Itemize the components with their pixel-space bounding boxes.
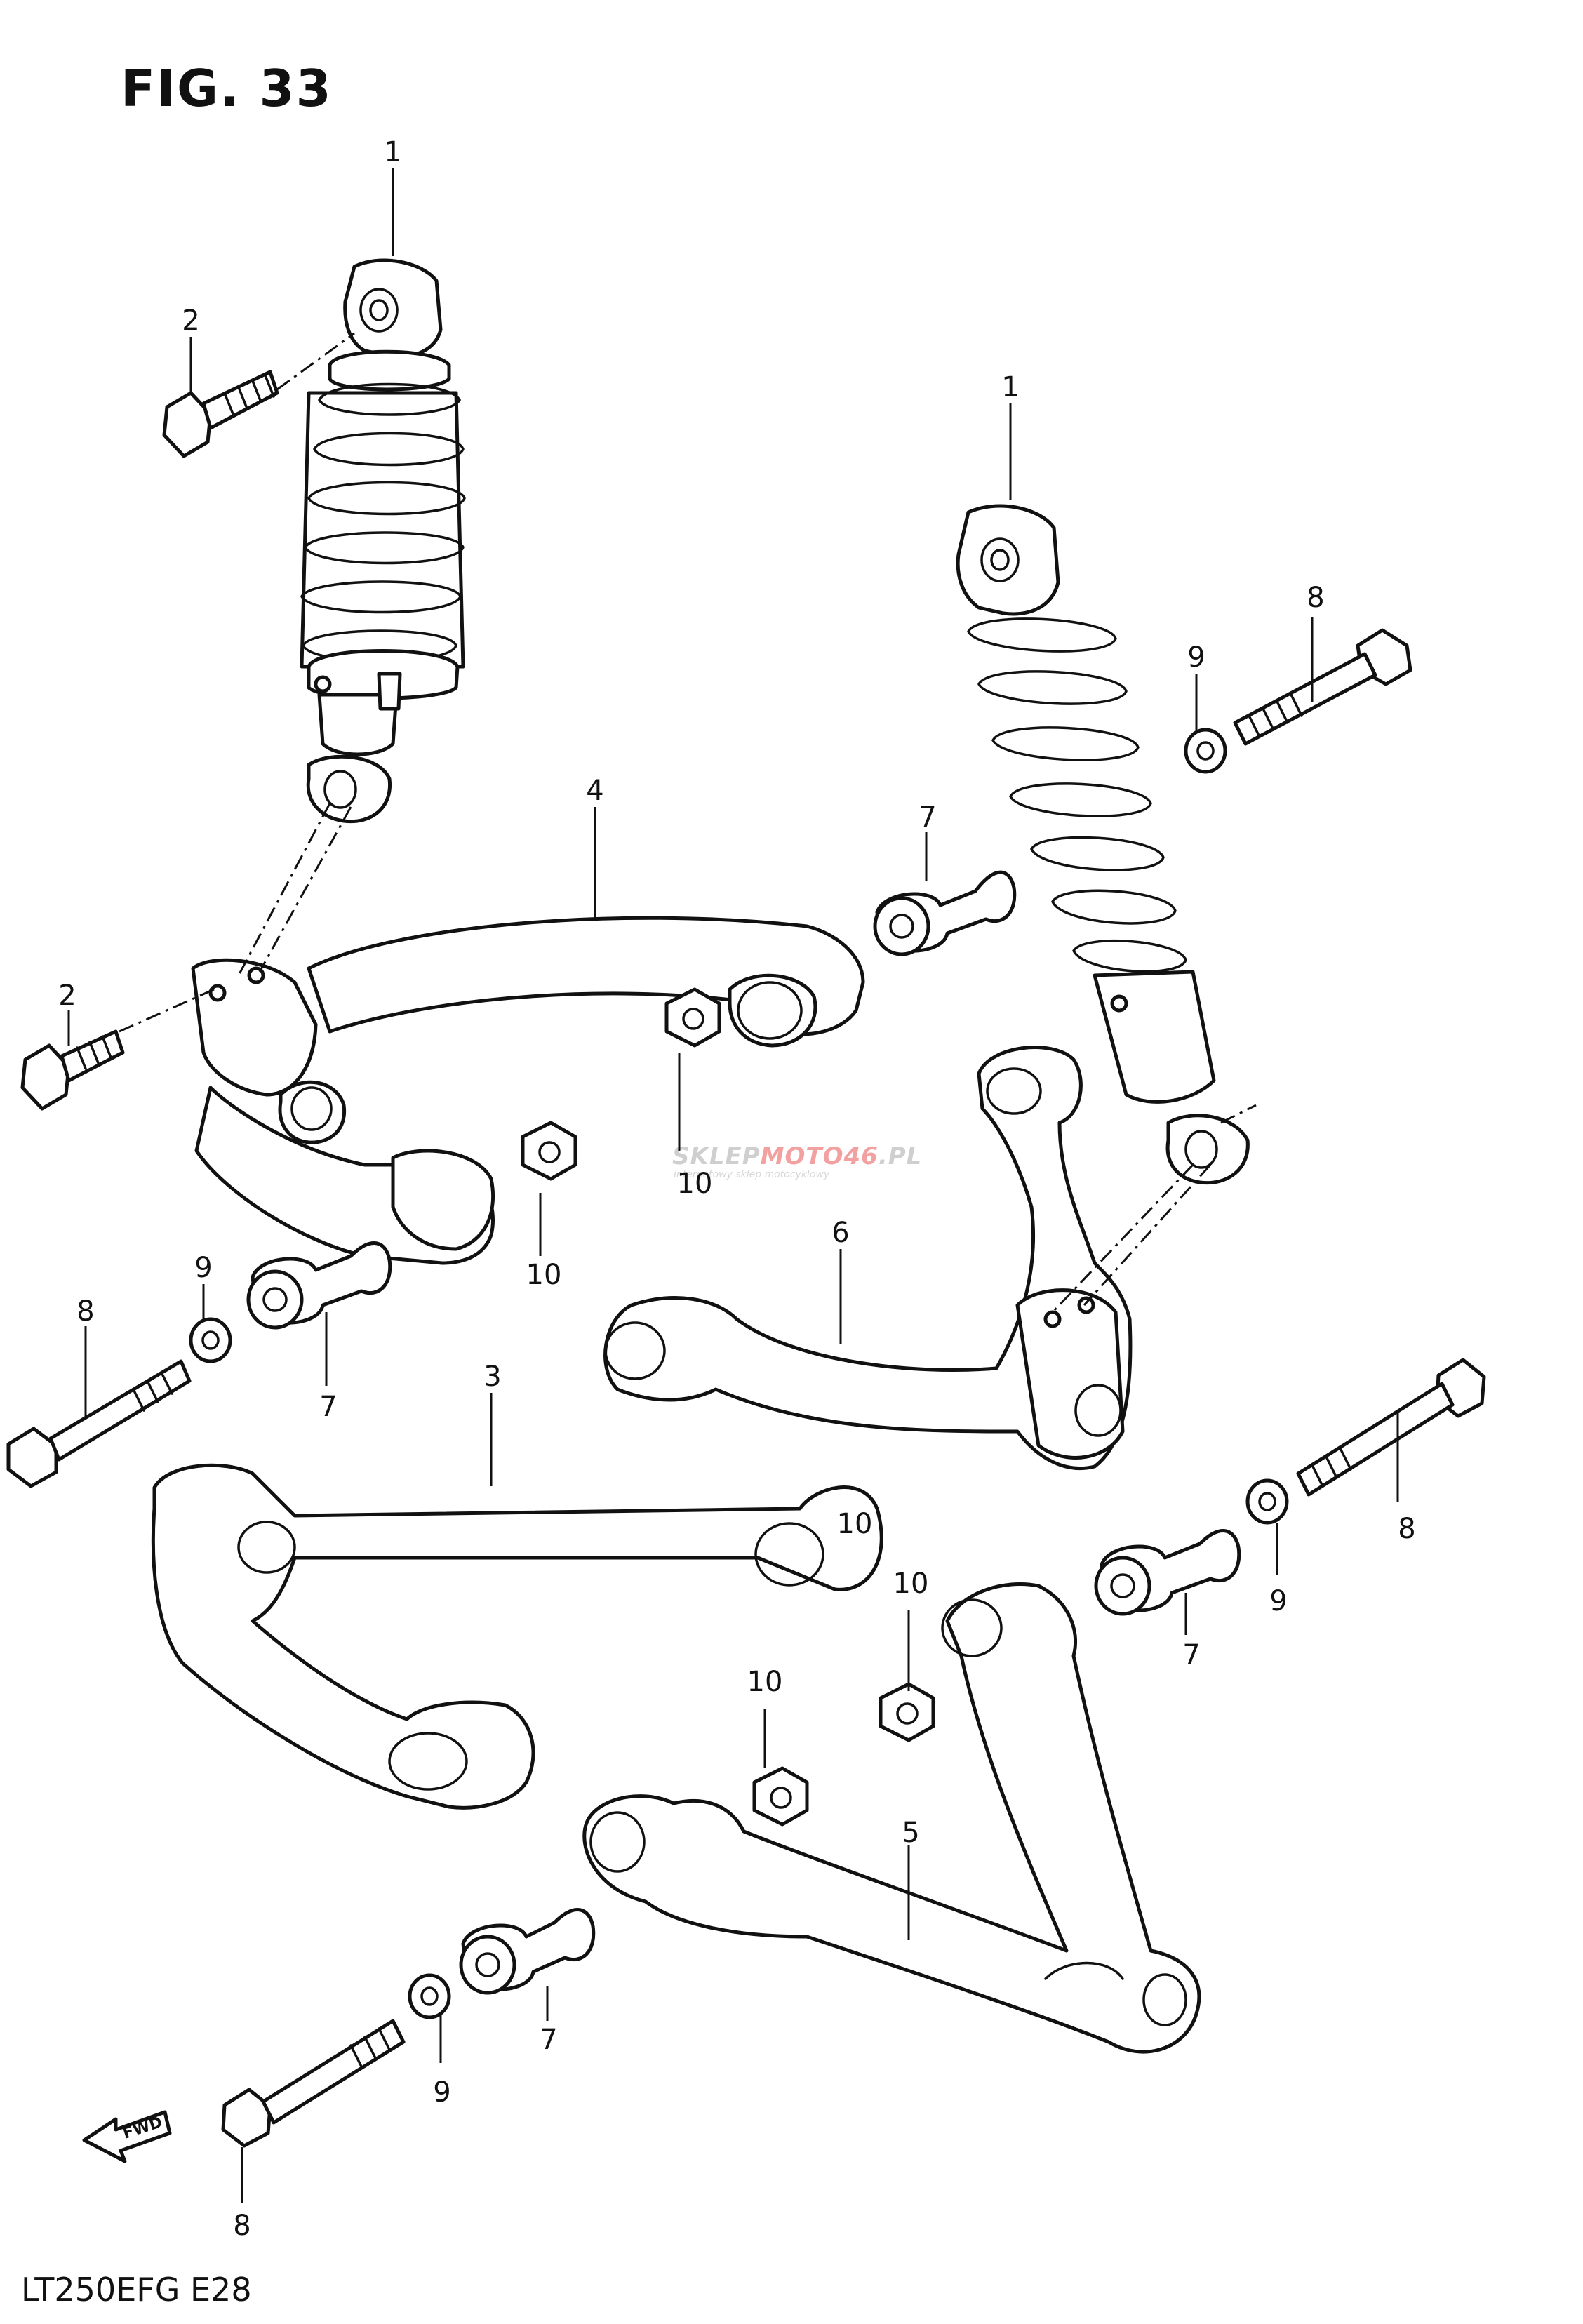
nut-10-b: [521, 1121, 577, 1181]
bolt-8-upper-right: [1233, 628, 1412, 746]
callout-nut-c-top: 10: [837, 1508, 873, 1540]
bushing-7-right: [1094, 1529, 1241, 1616]
watermark: SKLEPMOTO46.PL: [672, 1142, 922, 1170]
leader-lines: [67, 168, 1399, 2203]
forward-direction-indicator: FWD: [82, 2110, 172, 2163]
lower-arm-left: [151, 1463, 883, 1810]
model-code: LT250EFG E28: [21, 2271, 252, 2309]
figure-title: FIG. 33: [121, 59, 333, 118]
callout-lower-arm-left: 3: [483, 1361, 501, 1393]
fwd-arrow-icon: [82, 2110, 172, 2163]
callout-shock-left: 1: [384, 136, 401, 168]
callout-bolt-upper-right: 8: [1307, 582, 1324, 614]
assembly-lines: [119, 332, 1257, 1314]
callout-bolt-lower: 2: [58, 980, 76, 1012]
bolt-2-upper: [162, 370, 279, 458]
callout-nut-d: 10: [747, 1666, 783, 1698]
watermark-brand-main: SKLEP: [672, 1142, 761, 1170]
callout-bushing-left: 7: [319, 1391, 337, 1423]
callout-bushing-upper: 7: [919, 801, 936, 834]
callout-upper-arm-left: 4: [586, 775, 603, 807]
nut-10-a: [664, 987, 721, 1048]
watermark-brand-accent: MOTO46: [760, 1142, 879, 1170]
nut-10-c: [879, 1682, 935, 1742]
callout-bolt-right: 8: [1398, 1513, 1415, 1545]
callout-washer-left: 9: [194, 1252, 212, 1284]
washer-9-right: [1245, 1478, 1289, 1525]
callout-bolt-upper: 2: [182, 305, 199, 337]
bushing-7-left: [246, 1241, 392, 1330]
callout-nut-a: 10: [677, 1168, 713, 1200]
callout-nut-c: 10: [893, 1568, 929, 1600]
callout-nut-b: 10: [526, 1259, 562, 1291]
bolt-2-lower: [20, 1029, 125, 1111]
nut-10-d: [752, 1766, 809, 1827]
callout-lower-arm-right: 5: [902, 1817, 919, 1849]
callout-washer-right: 9: [1269, 1585, 1287, 1617]
lower-arm-right: [582, 1582, 1201, 2054]
bolt-8-bottom: [221, 2019, 406, 2148]
upper-arm-left: [191, 916, 865, 1265]
callout-shock-right: 1: [1001, 371, 1019, 403]
callout-bolt-bottom: 8: [233, 2210, 251, 2242]
watermark-tagline: internetowy sklep motocyklowy: [674, 1169, 830, 1180]
callout-bolt-left: 8: [76, 1295, 94, 1328]
callout-bushing-right: 7: [1182, 1639, 1200, 1671]
washer-9-upper-right: [1184, 728, 1227, 774]
bolt-8-left: [6, 1359, 192, 1488]
callout-upper-arm-right: 6: [831, 1217, 849, 1249]
bolt-8-right: [1296, 1358, 1486, 1497]
callout-bushing-bottom: 7: [540, 2024, 557, 2056]
washer-9-left: [189, 1317, 232, 1363]
callout-labels: 1 2 1 8 9 7 4 2 10 10 9 8 7 10 6 3 8 9 7…: [58, 136, 1415, 2242]
callout-washer-upper-right: 9: [1187, 641, 1205, 674]
upper-arm-right: [603, 1046, 1133, 1471]
shock-absorber-right: [956, 504, 1250, 1185]
callout-washer-bottom: 9: [433, 2076, 450, 2109]
shock-absorber-left: [300, 258, 466, 824]
bushing-7-upper: [873, 870, 1017, 956]
bushing-7-bottom: [459, 1908, 596, 1995]
watermark-brand-suffix: .PL: [878, 1142, 923, 1170]
washer-9-bottom: [408, 1973, 451, 2019]
